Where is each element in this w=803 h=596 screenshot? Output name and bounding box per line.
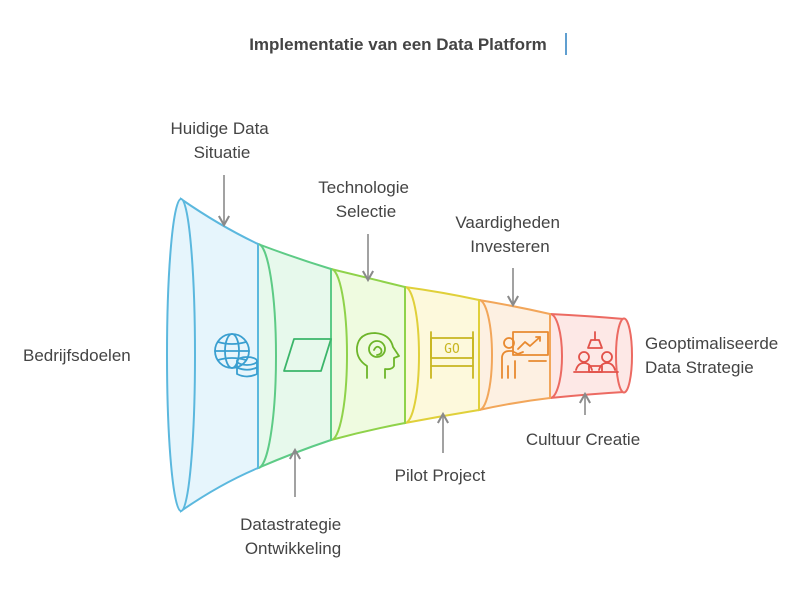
parallelogram-icon	[283, 338, 332, 372]
diagram-title: Implementatie van een Data Platform	[249, 35, 547, 54]
team-meeting-icon	[573, 331, 619, 373]
label-vaardigheden-investeren: Vaardigheden Investeren	[455, 213, 564, 256]
label-geoptimaliseerde-data-strategie: Geoptimaliseerde Data Strategie	[645, 334, 783, 377]
brain-head-icon	[356, 332, 400, 379]
presenter-chart-icon	[501, 331, 549, 379]
label-datastrategie-ontwikkeling: Datastrategie Ontwikkeling	[240, 515, 346, 558]
go-sign-icon: GO	[430, 331, 474, 379]
globe-database-icon	[214, 333, 258, 378]
label-pilot-project: Pilot Project	[395, 466, 486, 485]
label-huidige-data-situatie: Huidige Data Situatie	[170, 119, 273, 162]
label-bedrijfsdoelen: Bedrijfsdoelen	[23, 346, 131, 365]
go-sign-text: GO	[444, 342, 460, 357]
funnel-segment-bedrijfsdoelen	[166, 197, 259, 513]
funnel-segment-cultuur	[537, 312, 633, 400]
label-technologie-selectie: Technologie Selectie	[318, 178, 413, 221]
label-cultuur-creatie: Cultuur Creatie	[526, 430, 640, 449]
